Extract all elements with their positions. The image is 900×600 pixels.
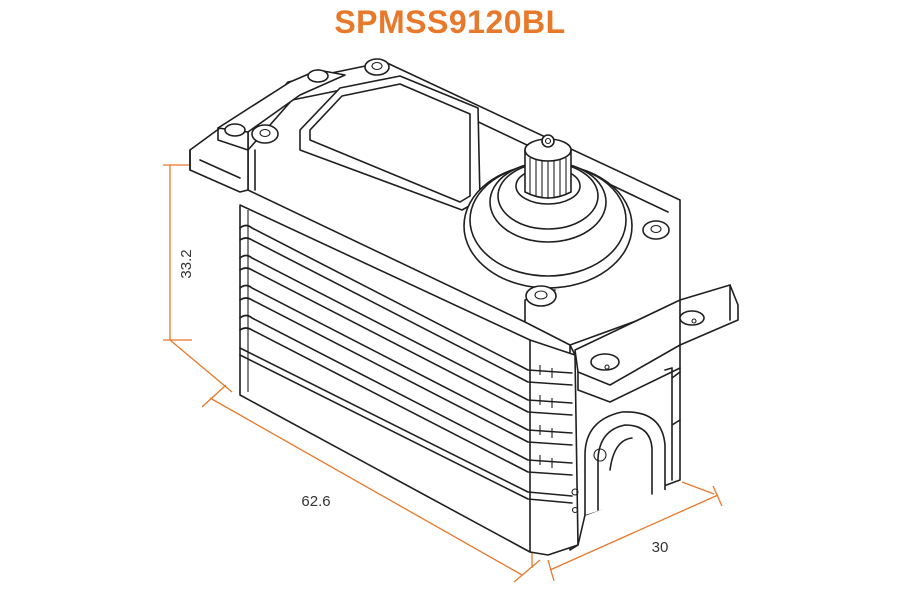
screw-icon xyxy=(251,124,279,144)
dimension-length: 62.6 xyxy=(201,384,541,583)
dimension-length-label: 62.6 xyxy=(301,493,330,510)
dimension-height-label: 33.2 xyxy=(178,249,195,278)
dimension-height: 33.2 xyxy=(163,164,233,393)
screw-icon xyxy=(525,285,557,307)
dimension-width: 30 xyxy=(547,481,723,582)
product-title: SPMSS9120BL xyxy=(334,4,566,40)
servo-body xyxy=(189,58,739,556)
dimension-width-label: 30 xyxy=(652,539,669,556)
screw-icon xyxy=(642,220,670,240)
screw-icon xyxy=(364,58,390,76)
